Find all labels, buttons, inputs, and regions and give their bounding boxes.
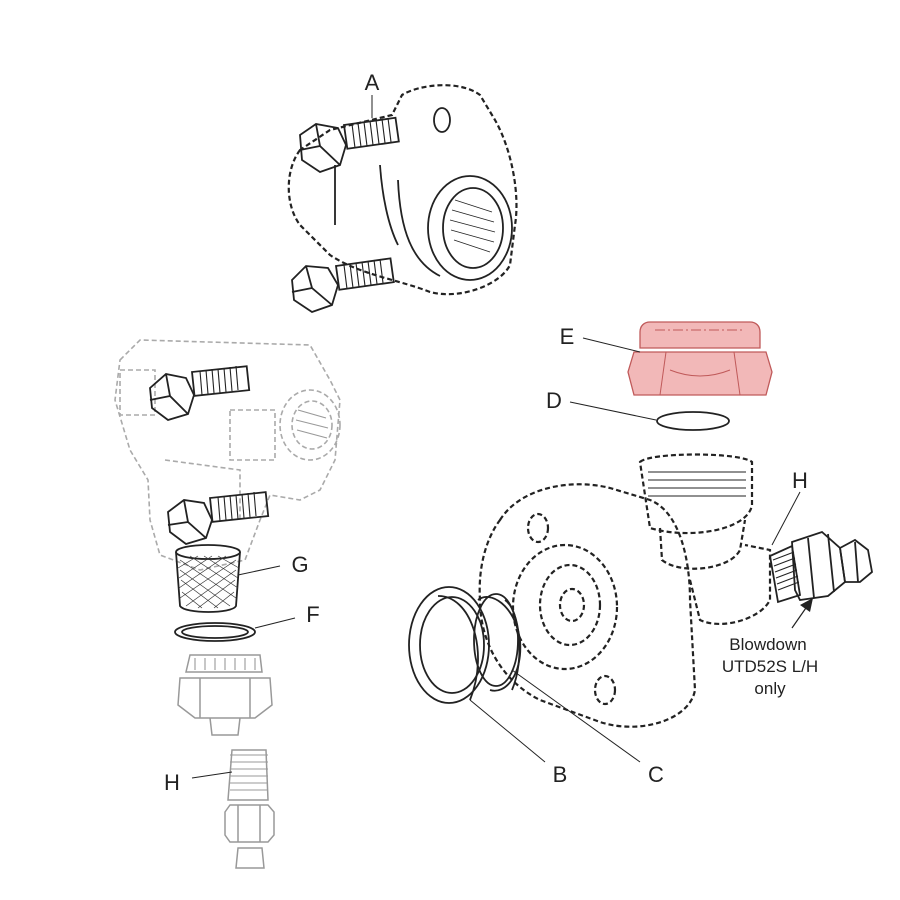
- leader-f: [254, 617, 296, 629]
- label-g: G: [291, 552, 308, 577]
- leader-h-right: [771, 491, 801, 546]
- leader-d: [569, 401, 657, 421]
- label-d: D: [546, 388, 562, 413]
- blowdown-arrow: [791, 598, 813, 629]
- label-e: E: [560, 324, 575, 349]
- blowdown-note: Blowdown UTD52S L/H only: [722, 635, 818, 698]
- label-b: B: [553, 762, 568, 787]
- leader-c: [511, 669, 641, 763]
- disc-seal: [656, 411, 730, 431]
- label-f: F: [306, 602, 319, 627]
- cap-hex: [627, 351, 773, 396]
- bolt-upper-top: [299, 116, 400, 173]
- label-c: C: [648, 762, 664, 787]
- gasket-ring: [174, 622, 256, 642]
- blowdown-valve-right: [768, 530, 873, 604]
- label-h-left: H: [164, 770, 180, 795]
- cap-highlighted: [627, 321, 773, 396]
- leader-b: [469, 699, 546, 763]
- strainer-screen: [175, 544, 241, 613]
- connector-block-top: [287, 84, 518, 296]
- leader-h-left: [191, 771, 233, 779]
- cap-nut-ghost: [177, 654, 273, 736]
- bolt-lower-top: [291, 257, 395, 313]
- note-line-3: only: [754, 679, 786, 698]
- leader-e: [582, 337, 641, 353]
- flange-ring: [408, 586, 490, 704]
- note-line-2: UTD52S L/H: [722, 657, 818, 676]
- leader-g: [237, 565, 281, 576]
- connector-ghost-left: [114, 339, 341, 571]
- cap-top: [639, 321, 761, 349]
- label-h-right: H: [792, 468, 808, 493]
- note-line-1: Blowdown: [729, 635, 807, 654]
- bolt-lower-left: [167, 491, 270, 545]
- label-a: A: [365, 70, 380, 95]
- steam-trap-body: [478, 453, 772, 728]
- blowdown-valve-left: [224, 749, 275, 869]
- cover-cap: [473, 593, 522, 692]
- bolt-upper-left: [149, 365, 251, 421]
